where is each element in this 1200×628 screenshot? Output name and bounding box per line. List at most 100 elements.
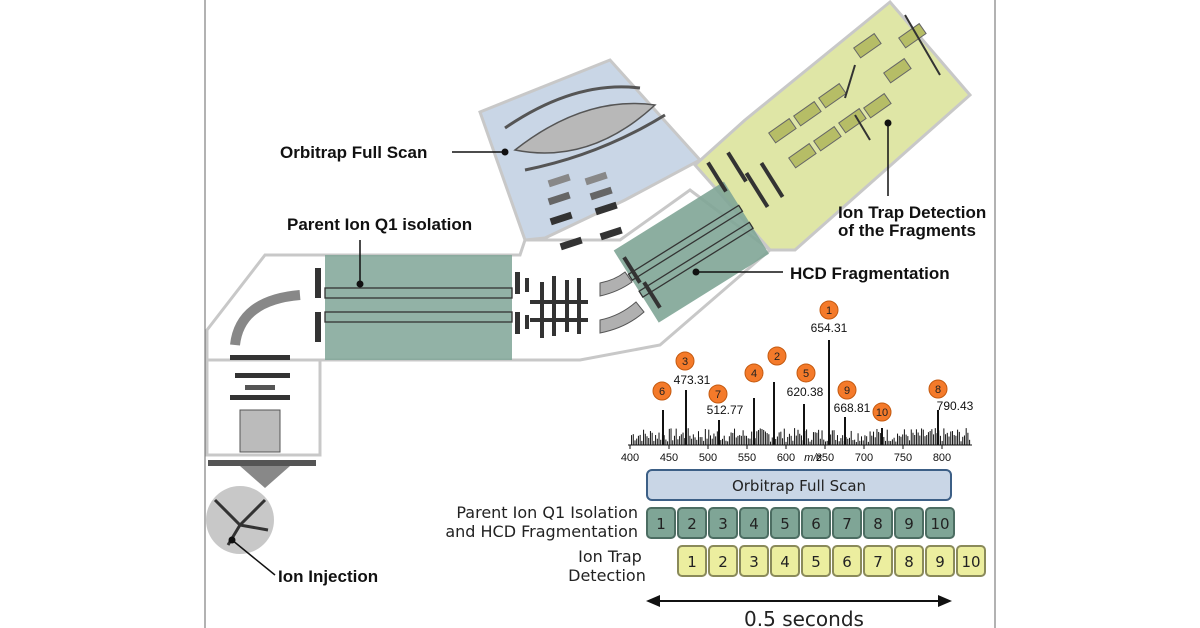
peak-badge-number: 5 [803,368,809,380]
parentBoxes-box-number: 9 [904,515,914,533]
trapBoxes-box-number: 1 [687,553,697,571]
trapBoxes-box-number: 3 [749,553,759,571]
duration-arrow-right [938,595,952,607]
mz-axis-label: m/z [804,452,822,464]
trap-row-label-1: Ion Trap [578,547,642,566]
trapBoxes-box [894,545,924,577]
hcd-leader-dot [692,268,700,276]
orbitrap-full-scan-bar-label: Orbitrap Full Scan [732,477,866,495]
spectrum-tick-label: 750 [894,452,912,464]
parent-row-label-2: and HCD Fragmentation [445,522,638,541]
ion-source-optics [208,290,316,488]
trapBoxes-box [925,545,955,577]
peak-mz-label: 790.43 [937,399,974,413]
peak-badge [675,351,695,371]
peak-badge [837,380,857,400]
peak-badge [708,384,728,404]
peak-badge [872,402,892,422]
parentBoxes-box-number: 1 [656,515,666,533]
trapBoxes-box-number: 8 [904,553,914,571]
orbitrap-full-scan-bar [646,469,952,501]
orbitrap-cell [504,85,666,251]
trapBoxes-box-number: 4 [780,553,790,571]
parent-ion-q1-label: Parent Ion Q1 isolation [287,215,472,234]
ion-injection-source [206,486,274,554]
ion-trap-electrodes [768,14,941,169]
parentBoxes-box [677,507,707,539]
hcd-fragmentation-label: HCD Fragmentation [790,264,950,283]
peak-badge-number: 3 [682,356,688,368]
trapBoxes-box [708,545,738,577]
parentBoxes-box [770,507,800,539]
peak-mz-label: 512.77 [707,403,744,417]
parentBoxes-box-number: 7 [842,515,852,533]
peak-badge-number: 9 [844,385,850,397]
parentBoxes-box-number: 10 [930,515,949,533]
trapBoxes-box [677,545,707,577]
parentBoxes-box [801,507,831,539]
ion-trap-leader-dot [884,119,892,127]
q1-leader-dot [356,280,364,288]
trapBoxes-box [770,545,800,577]
spectrum-tick-label: 650 [816,452,834,464]
peak-badge [652,381,672,401]
trapBoxes-box [863,545,893,577]
parentBoxes-box [832,507,862,539]
timeline: Orbitrap Full Scan Parent Ion Q1 Isolati… [445,469,986,628]
trapBoxes-box-number: 9 [935,553,945,571]
spectrum-noise [631,428,971,445]
parentBoxes-box [708,507,738,539]
spectrum-tick-label: 450 [660,452,678,464]
spectrum-tick-label: 550 [738,452,756,464]
peak-mz-label: 668.81 [834,401,871,415]
duration-label: 0.5 seconds [744,607,864,628]
orbitrap-full-scan-label: Orbitrap Full Scan [280,143,427,162]
parentBoxes-box [646,507,676,539]
parentBoxes-box-number: 6 [811,515,821,533]
peak-mz-label: 620.38 [787,385,824,399]
parentBoxes-box [863,507,893,539]
trapBoxes-box [801,545,831,577]
parentBoxes-box-number: 2 [687,515,697,533]
ion-lenses [315,268,588,342]
peak-mz-label: 473.31 [674,373,711,387]
orbitrap-leader-dot [501,148,509,156]
peak-badge-number: 10 [876,407,888,419]
peak-badge-number: 7 [715,389,721,401]
trapBoxes-box-number: 7 [873,553,883,571]
peak-badge [928,379,948,399]
peak-badge [744,363,764,383]
ion-trap-detection-label-1: Ion Trap Detection [838,203,986,222]
peak-badge-number: 1 [826,305,832,317]
spectrum-tick-label: 800 [933,452,951,464]
spectrum-tick-label: 700 [855,452,873,464]
parentBoxes-box-number: 8 [873,515,883,533]
spectrum-tick-label: 400 [621,452,639,464]
ion-bend [599,271,645,334]
ion-injection-label: Ion Injection [278,567,378,586]
hcd-cell [613,181,769,323]
injection-leader [231,539,276,576]
injection-leader-dot [228,536,236,544]
trapBoxes-box-number: 5 [811,553,821,571]
parentBoxes-box [894,507,924,539]
spectrum-tick-label: 500 [699,452,717,464]
trapBoxes-box [832,545,862,577]
peak-badge [767,346,787,366]
parentBoxes-box-number: 3 [718,515,728,533]
spectrum-ticks: 400 450 500 550 600 650 700 750 800 [621,445,951,464]
hcd-lenses [622,151,785,309]
duration-arrow-left [646,595,660,607]
peak-badge [796,363,816,383]
parentBoxes-box [925,507,955,539]
peak-badge-number: 4 [751,368,757,380]
peak-badge-number: 6 [659,386,665,398]
trapBoxes-box [739,545,769,577]
q1-quadrupole [325,255,512,360]
spectrum-tick-label: 600 [777,452,795,464]
trapBoxes-box-number: 10 [961,553,980,571]
parentBoxes-box-number: 5 [780,515,790,533]
parentBoxes-box [739,507,769,539]
